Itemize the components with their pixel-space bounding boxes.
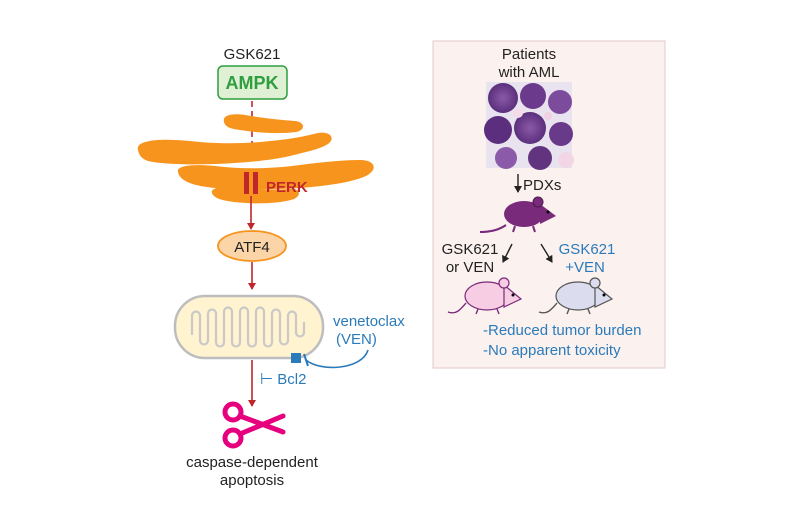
study-title-line1: Patients	[502, 46, 556, 63]
combo-arm-line2: +VEN	[565, 259, 605, 276]
microscopy-image	[484, 82, 574, 170]
mitochondrion-icon	[173, 294, 325, 360]
ven-abbrev-label: (VEN)	[336, 331, 377, 348]
mouse-icon	[479, 196, 556, 233]
combo-arm-line1: GSK621	[559, 241, 616, 258]
er-membrane-shape	[137, 114, 374, 204]
perk-receptor-icon	[244, 172, 258, 194]
result-line2: -No apparent toxicity	[483, 342, 621, 359]
scissors-icon	[222, 401, 286, 449]
outcome-label-line1: caspase-dependent	[186, 454, 319, 471]
ampk-box: AMPK	[217, 65, 288, 100]
study-title-line2: with AML	[498, 64, 560, 81]
arrow-to-single	[502, 243, 513, 263]
outcome-label-line2: apoptosis	[220, 472, 284, 489]
atf4-label: ATF4	[234, 239, 270, 256]
venetoclax-label: venetoclax	[333, 313, 405, 330]
result-line1: -Reduced tumor burden	[483, 322, 641, 339]
atf4-node: ATF4	[217, 230, 287, 262]
bcl2-label: ⊢ Bcl2	[260, 371, 306, 388]
bcl2-square	[291, 353, 301, 363]
inhibition-bar	[303, 353, 309, 367]
pdx-label: PDXs	[523, 177, 561, 194]
mouse-icon	[447, 277, 523, 315]
venetoclax-inhibition-line	[305, 349, 369, 369]
arrow-to-combo	[540, 243, 553, 263]
single-arm-line2: or VEN	[446, 259, 494, 276]
perk-label: PERK	[266, 179, 308, 196]
mouse-icon	[538, 277, 614, 315]
single-arm-line1: GSK621	[442, 241, 499, 258]
drug-label-gsk621: GSK621	[224, 46, 281, 63]
ampk-label: AMPK	[226, 73, 279, 93]
